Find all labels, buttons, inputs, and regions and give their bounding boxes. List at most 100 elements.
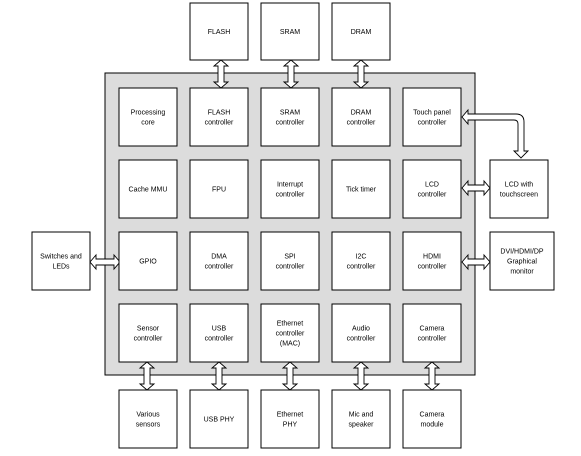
block-tick-timer-box	[331, 159, 391, 219]
device-usb-phy: USB PHY	[189, 389, 249, 449]
block-fpu: FPU	[189, 159, 249, 219]
device-usb-phy-label: USB PHY	[204, 417, 235, 424]
arrow-camera-module	[423, 361, 441, 391]
arrow-hdmi	[461, 253, 491, 271]
memory-sram-box	[260, 2, 320, 61]
arrow-ethernet-phy	[281, 361, 299, 391]
memory-sram-label: SRAM	[280, 29, 300, 36]
device-camera-module-box	[402, 389, 462, 449]
block-usb-controller-box	[189, 303, 249, 363]
device-usb-phy-box	[189, 389, 249, 449]
block-cache-mmu-label: Cache MMU	[129, 187, 168, 194]
block-interrupt-controller-box	[260, 159, 320, 219]
memory-flash-box	[189, 2, 249, 61]
device-switches-and-leds-box	[31, 231, 91, 291]
block-sensor-controller-box	[118, 303, 178, 363]
device-various-sensors-box	[118, 389, 178, 449]
device-ethernet-phy-box	[260, 389, 320, 449]
arrow-touch-panel	[461, 108, 530, 159]
block-dram-controller-box	[331, 87, 391, 147]
block-gpio: GPIO	[118, 231, 178, 291]
memory-flash-label: FLASH	[208, 29, 231, 36]
block-touch-panel-controller-box	[402, 87, 462, 147]
arrow-lcd	[461, 179, 491, 197]
block-ethernet-controller-mac-box	[260, 303, 320, 363]
block-gpio-box	[118, 231, 178, 291]
arrow-various-sensors	[138, 361, 156, 391]
block-fpu-label: FPU	[212, 187, 226, 194]
block-flash-controller-box	[189, 87, 249, 147]
device-dvi-hdmi-dp-graphical-monitor-box	[489, 231, 555, 291]
arrow-usb-phy	[210, 361, 228, 391]
block-fpu-box	[189, 159, 249, 219]
block-audio-controller-box	[331, 303, 391, 363]
block-camera-controller-box	[402, 303, 462, 363]
block-cache-mmu-box	[118, 159, 178, 219]
block-tick-timer-label: Tick timer	[346, 187, 377, 194]
memory-dram-label: DRAM	[351, 29, 372, 36]
block-gpio-label: GPIO	[139, 259, 157, 266]
block-dma-controller-box	[189, 231, 249, 291]
block-lcd-controller-box	[402, 159, 462, 219]
block-sram-controller-box	[260, 87, 320, 147]
block-spi-controller-box	[260, 231, 320, 291]
memory-dram: DRAM	[331, 2, 391, 61]
block-hdmi-controller-box	[402, 231, 462, 291]
block-processing-core-box	[118, 87, 178, 147]
arrow-mic-speaker	[352, 361, 370, 391]
block-i2c-controller-box	[331, 231, 391, 291]
block-cache-mmu: Cache MMU	[118, 159, 178, 219]
device-mic-and-speaker-box	[331, 389, 391, 449]
device-lcd-with-touchscreen-box	[489, 159, 549, 219]
memory-sram: SRAM	[260, 2, 320, 61]
memory-flash: FLASH	[189, 2, 249, 61]
memory-dram-box	[331, 2, 391, 61]
